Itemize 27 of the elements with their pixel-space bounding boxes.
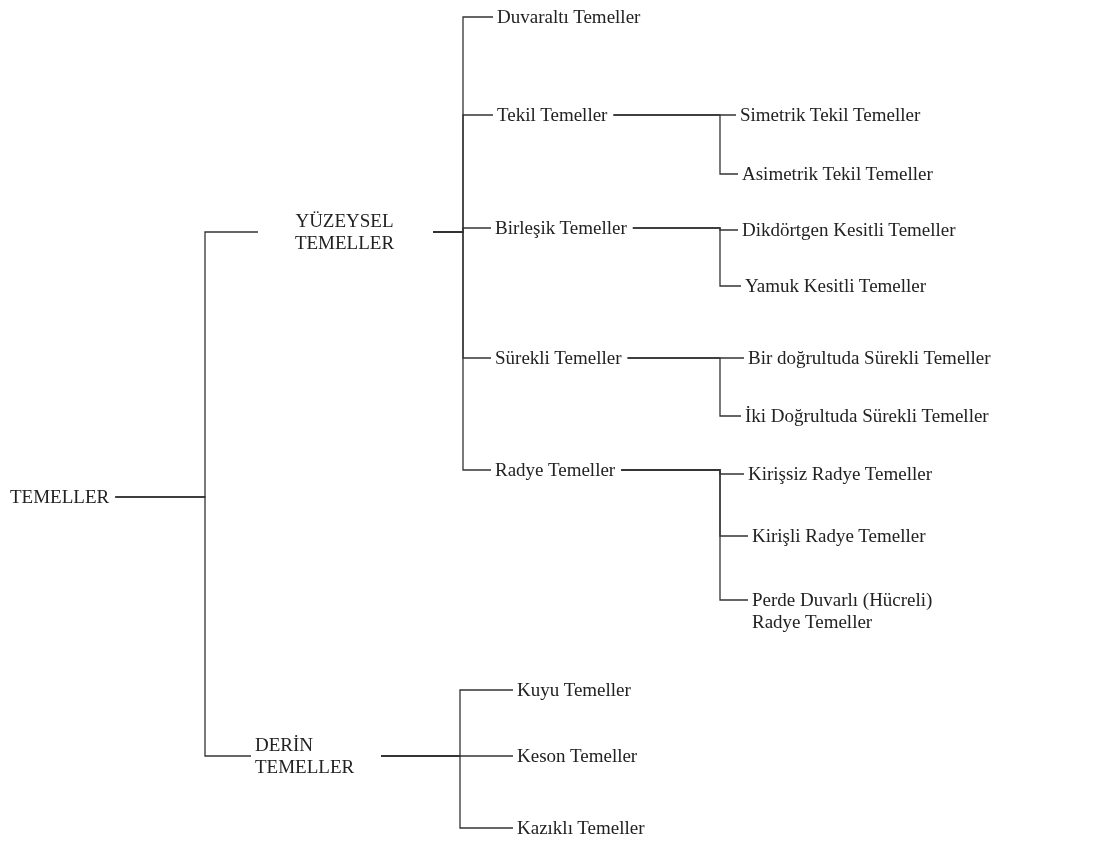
category-label: Birleşik Temeller bbox=[495, 217, 627, 239]
category-label: Perde Duvarlı (Hücreli) Radye Temeller bbox=[752, 589, 967, 633]
connector-line bbox=[432, 231, 492, 471]
category-label: Tekil Temeller bbox=[497, 104, 608, 126]
root-label: TEMELLER bbox=[10, 486, 110, 508]
category-label: Radye Temeller bbox=[495, 459, 616, 481]
category-label: YÜZEYSEL TEMELLER bbox=[262, 210, 427, 254]
category-label: Duvaraltı Temeller bbox=[497, 6, 641, 28]
category-label: Kuyu Temeller bbox=[517, 679, 631, 701]
connector-line bbox=[114, 496, 252, 757]
connector-line bbox=[612, 114, 739, 175]
category-label: Keson Temeller bbox=[517, 745, 638, 767]
category-label: Simetrik Tekil Temeller bbox=[740, 104, 921, 126]
category-label: Dikdörtgen Kesitli Temeller bbox=[742, 219, 956, 241]
category-label: Sürekli Temeller bbox=[495, 347, 622, 369]
category-label: Kazıklı Temeller bbox=[517, 817, 645, 839]
category-label: Yamuk Kesitli Temeller bbox=[745, 275, 927, 297]
connector-line bbox=[620, 469, 749, 601]
category-label: İki Doğrultuda Sürekli Temeller bbox=[745, 405, 989, 427]
connector-line bbox=[380, 755, 514, 829]
category-label: DERİN TEMELLER bbox=[255, 734, 375, 778]
category-label: Kirişsiz Radye Temeller bbox=[748, 463, 933, 485]
category-label: Asimetrik Tekil Temeller bbox=[742, 163, 933, 185]
category-label: Bir doğrultuda Sürekli Temeller bbox=[748, 347, 991, 369]
category-label: Kirişli Radye Temeller bbox=[752, 525, 926, 547]
connector-line bbox=[626, 357, 742, 417]
connector-line bbox=[632, 227, 742, 287]
